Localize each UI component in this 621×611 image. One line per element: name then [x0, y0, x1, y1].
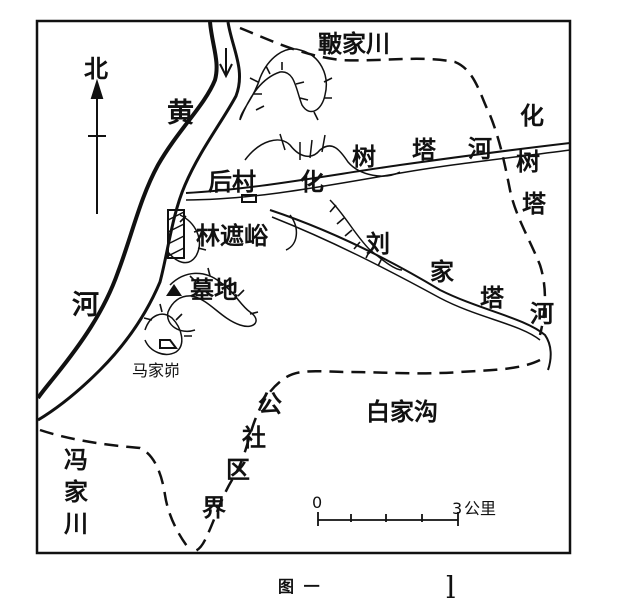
baijiagou-label: 白家沟 — [366, 398, 438, 426]
liujiata-river-label-3: 塔 — [480, 284, 505, 312]
majiamao-label: 马家峁 — [132, 361, 180, 380]
linzheyu-site-icon — [167, 209, 185, 259]
yellow-river-label-1: 黄 — [167, 98, 194, 129]
boundary-label-4: 界 — [202, 494, 226, 522]
houcun-village-icon — [241, 194, 257, 203]
huashuta-place-label-3: 塔 — [522, 190, 547, 218]
houcun-label: 后村 — [208, 168, 256, 196]
map-frame — [35, 19, 572, 555]
scale-start-label: 0 — [312, 493, 322, 512]
hill-hachures — [144, 48, 403, 356]
north-arrow — [88, 78, 106, 214]
yellow-river-west-bank — [36, 21, 219, 400]
fengjiachuan-label-3: 川 — [64, 510, 88, 538]
liujiata-river-label-2: 家 — [430, 258, 454, 286]
huashuta-river-label-4: 河 — [468, 135, 492, 163]
huashuta-place-label-1: 化 — [520, 102, 544, 130]
yellow-river-label-2: 河 — [72, 290, 99, 321]
figure-caption: 图 一 — [278, 577, 322, 596]
yellow-river-east-bank — [37, 21, 241, 422]
scale-bar — [317, 512, 459, 526]
huashuta-place-label-2: 树 — [516, 148, 540, 176]
stray-mark: l — [446, 571, 456, 606]
liujiata-river-line — [269, 209, 552, 371]
boundary-label-2: 社 — [242, 424, 266, 452]
mudi-label: 墓地 — [189, 276, 238, 304]
river-flow-arrow — [219, 48, 233, 79]
huashuta-river-label-3: 塔 — [412, 136, 437, 164]
hancjiachuan-label: 皸家川 — [318, 30, 390, 58]
compass-label: 北 — [84, 55, 108, 83]
scale-unit-label: 公里 — [464, 499, 496, 518]
boundary-label-3: 区 — [226, 456, 250, 484]
linzheyu-label: 林遮峪 — [196, 222, 269, 250]
fengjiachuan-label-1: 冯 — [64, 446, 88, 474]
majiamao-village-icon — [159, 339, 178, 349]
fengjiachuan-label-2: 家 — [64, 478, 88, 506]
huashuta-river-label-2: 树 — [352, 143, 376, 171]
huashuta-river-label-1: 化 — [300, 168, 324, 196]
commune-boundary — [39, 26, 547, 554]
huashuta-river-line — [185, 142, 571, 194]
liujiata-river-label-1: 刘 — [366, 230, 390, 258]
liujiata-river-label-4: 河 — [530, 300, 554, 328]
liujiata-river-line-2 — [271, 216, 541, 341]
scale-end-label: 3 — [452, 499, 462, 518]
cemetery-triangle-icon — [166, 284, 182, 296]
boundary-label-1: 公 — [258, 390, 282, 418]
